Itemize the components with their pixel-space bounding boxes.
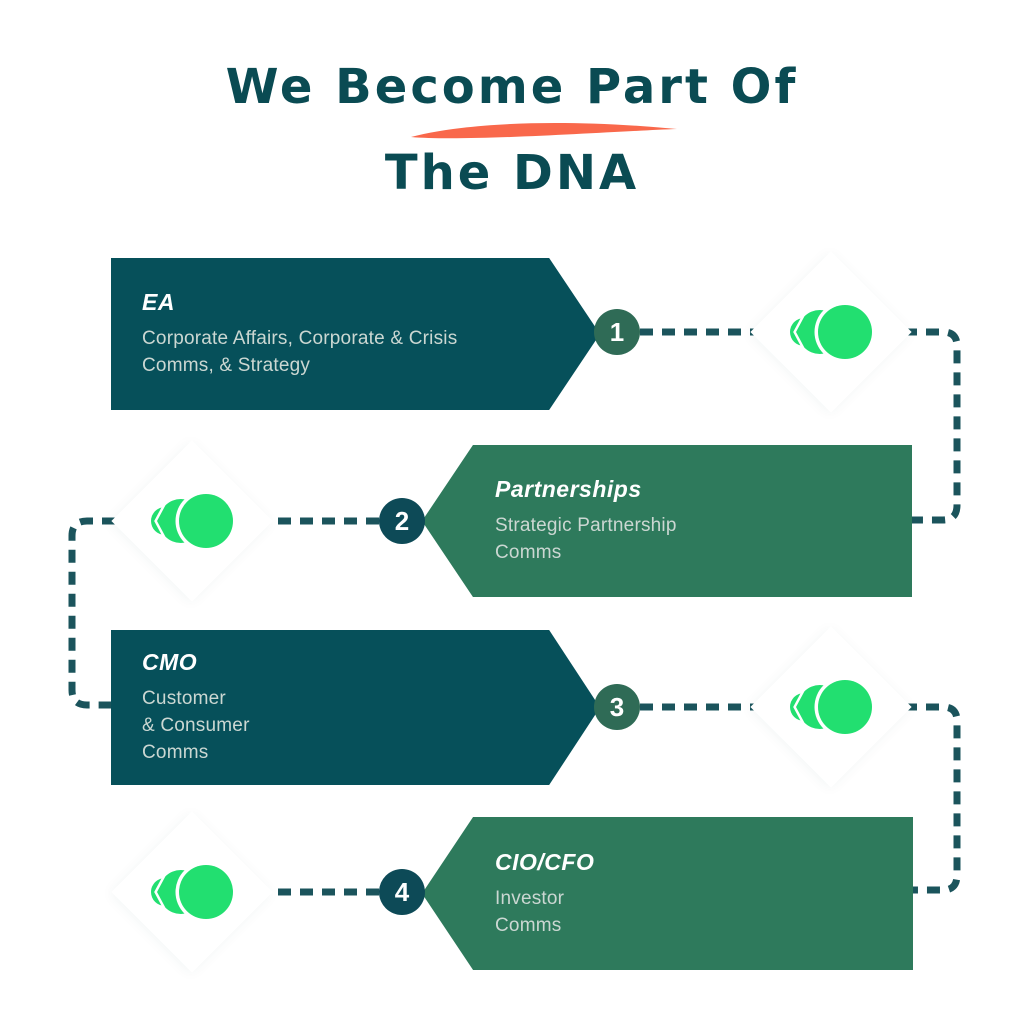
connector-step2-to-step3 [68,517,379,709]
step-number-badge-3: 3 [594,684,640,730]
brand-circles-logo-icon [790,304,872,360]
step-description-line: Comms, & Strategy [142,355,311,376]
step-number-badge-2: 2 [379,498,425,544]
step-description-line: Comms [495,542,562,563]
step-description-line: Comms [142,742,209,763]
step-number-badge-1: 1 [594,309,640,355]
step-description-line: Strategic Partnership [495,515,677,536]
connector-step1-to-step2 [640,328,961,524]
page-title-line1: We Become Part Of [225,59,799,115]
page-header: We Become Part Of The DNA [0,44,1024,216]
step-description-line: Customer [142,688,226,709]
brand-circles-logo-icon [790,679,872,735]
brand-circles-logo-icon [151,493,233,549]
step-banner-ea: EA Corporate Affairs, Corporate & Crisis… [111,258,600,410]
step-banner-partnerships: Partnerships Strategic Partnership Comms [422,445,912,597]
step-description-line: & Consumer [142,715,250,736]
orange-brush-stroke-icon [410,123,677,139]
step-heading: Partnerships [495,476,642,502]
step-description-line: Comms [495,914,562,936]
step-description-line: Investor [495,887,565,909]
step-banner-cio-cfo: CIO/CFO Investor Comms [422,817,913,970]
step-banner-cmo: CMO Customer & Consumer Comms [111,630,600,785]
connector-step3-to-step4 [640,703,961,894]
page-title-line2: The DNA [384,145,640,201]
brand-circles-logo-icon [151,864,233,920]
step-heading: CMO [142,649,198,675]
step-description-line: Corporate Affairs, Corporate & Crisis [142,328,458,349]
step-heading: EA [142,289,175,315]
step-number-badge-4: 4 [379,869,425,915]
step-heading: CIO/CFO [495,848,595,875]
